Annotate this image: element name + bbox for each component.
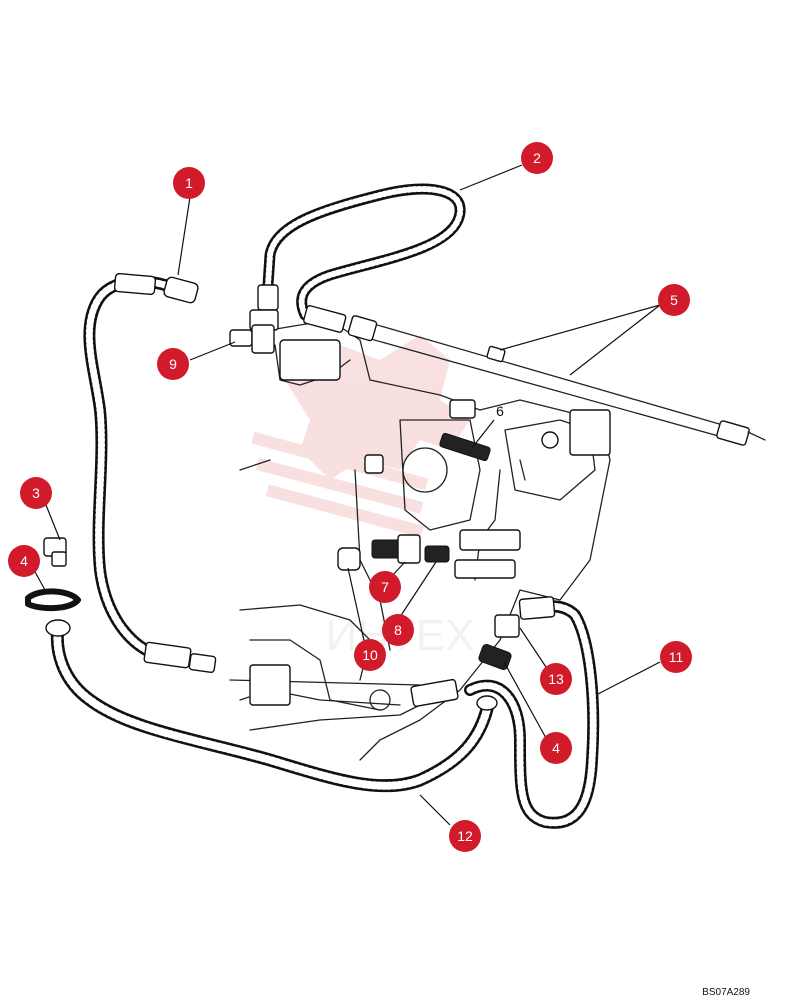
valve-body-line-art	[229, 319, 611, 761]
svg-text:3: 3	[32, 485, 40, 501]
callout-10: 10	[354, 639, 386, 671]
tube-5	[347, 315, 766, 446]
callout-8: 8	[382, 614, 414, 646]
hose-2	[249, 183, 466, 333]
svg-text:4: 4	[552, 740, 560, 756]
leader-lines	[33, 164, 661, 826]
callout-3: 3	[20, 477, 52, 509]
clamp-4-left	[25, 588, 81, 612]
hose-12	[45, 619, 498, 793]
watermark-logo: ИНТЕХ	[251, 335, 474, 660]
callout-11: 11	[660, 641, 692, 673]
callout-4-right: 4	[540, 732, 572, 764]
svg-text:4: 4	[20, 553, 28, 569]
hose-11	[410, 596, 600, 829]
fitting-9	[229, 324, 275, 354]
svg-text:12: 12	[457, 828, 473, 844]
callout-7: 7	[369, 571, 401, 603]
fittings-7-8-10	[337, 534, 450, 571]
svg-text:8: 8	[394, 622, 402, 638]
svg-text:1: 1	[185, 175, 193, 191]
svg-text:9: 9	[169, 356, 177, 372]
callout-1: 1	[173, 167, 205, 199]
svg-text:2: 2	[533, 150, 541, 166]
svg-text:5: 5	[670, 292, 678, 308]
svg-text:7: 7	[381, 579, 389, 595]
label-6: 6	[496, 403, 504, 419]
svg-text:13: 13	[548, 671, 564, 687]
callout-12: 12	[449, 820, 481, 852]
stud-6	[439, 432, 491, 462]
svg-text:10: 10	[362, 647, 378, 663]
svg-text:11: 11	[669, 649, 684, 665]
callout-5: 5	[658, 284, 690, 316]
callout-9: 9	[157, 348, 189, 380]
hose-1	[83, 272, 291, 706]
callout-2: 2	[521, 142, 553, 174]
elbow-3	[43, 537, 67, 567]
callout-13: 13	[540, 663, 572, 695]
drawing-code: BS07A289	[702, 987, 750, 998]
callout-4-left: 4	[8, 545, 40, 577]
